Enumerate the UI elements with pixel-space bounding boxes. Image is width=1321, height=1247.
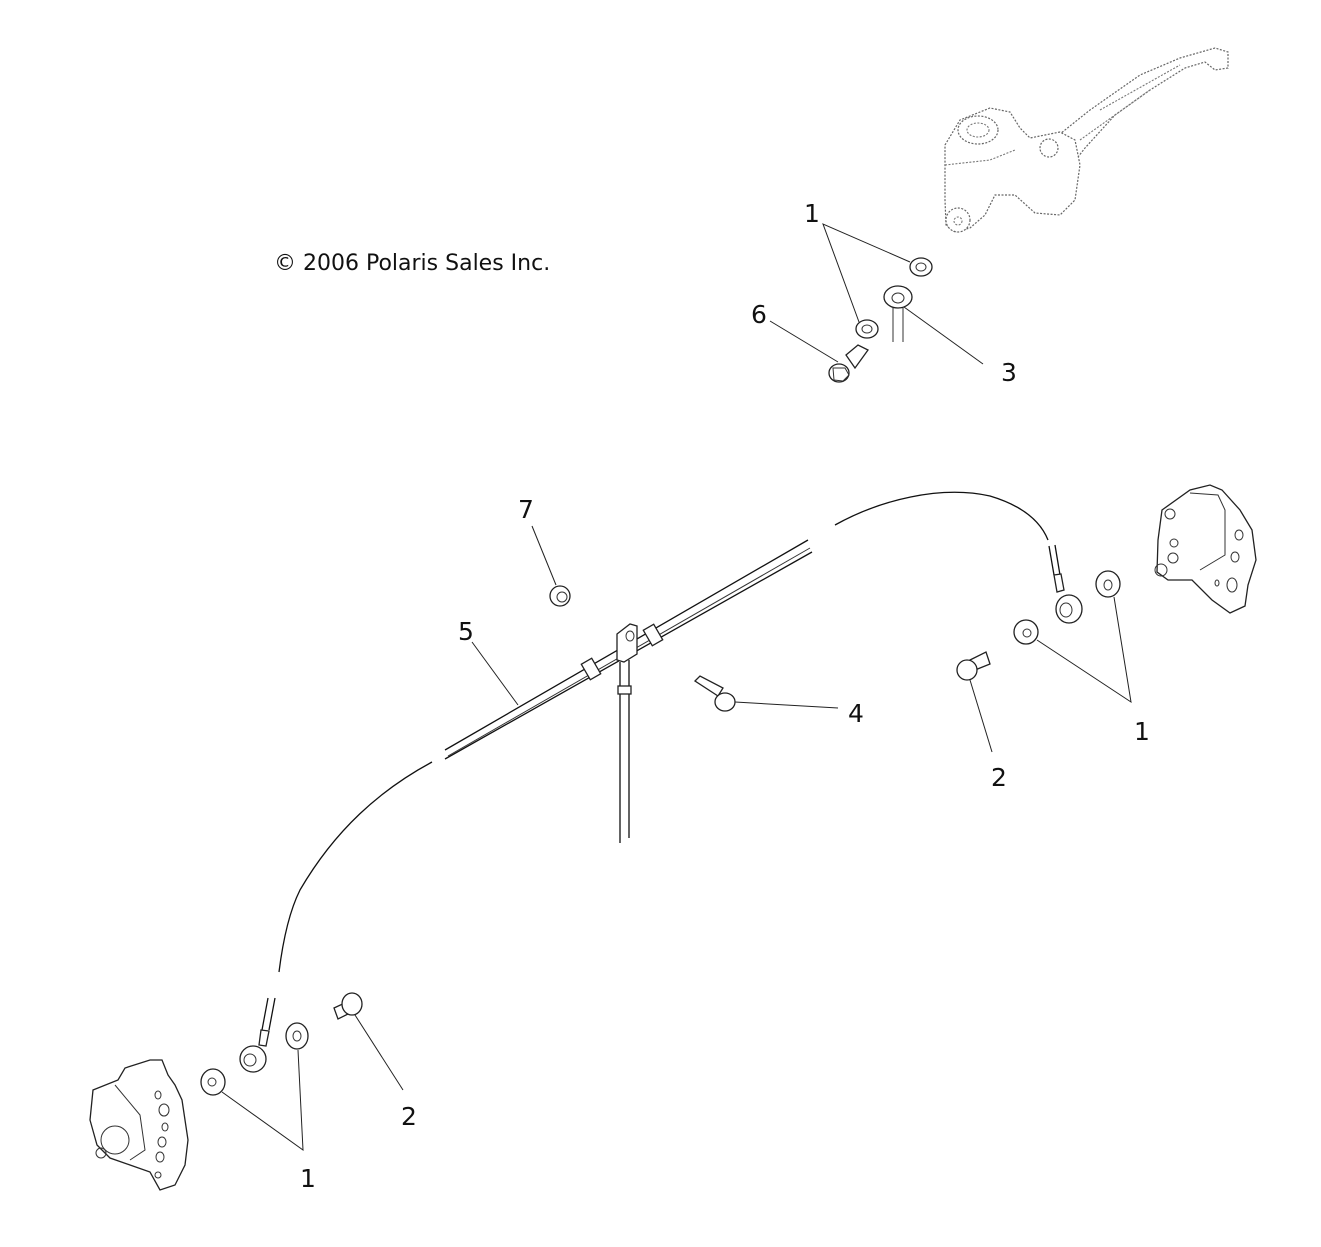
caliper-left xyxy=(89,1059,189,1191)
washer-right-inner xyxy=(1013,619,1039,645)
leader-line xyxy=(1036,596,1132,704)
callout-number: 1 xyxy=(300,1164,316,1193)
leader-line xyxy=(734,701,839,709)
washer-right-outer xyxy=(1095,570,1121,598)
callout-number: 6 xyxy=(751,300,767,329)
banjo-eye-left xyxy=(239,1045,267,1073)
nut xyxy=(549,585,571,607)
leader-line xyxy=(822,223,911,323)
callout-number: 3 xyxy=(1001,358,1017,387)
callout-number: 5 xyxy=(458,617,474,646)
banjo-fitting-master xyxy=(883,285,913,342)
banjo-bolt-right xyxy=(956,651,991,681)
callout-number: 7 xyxy=(518,495,534,524)
callout-number: 2 xyxy=(401,1102,417,1131)
leader-line xyxy=(531,525,557,586)
callout-number: 2 xyxy=(991,763,1007,792)
callout-number: 4 xyxy=(848,699,864,728)
banjo-bolt-left xyxy=(333,992,363,1020)
caliper-right xyxy=(1154,484,1257,614)
leader-line xyxy=(969,679,993,753)
leader-line xyxy=(221,1049,304,1152)
callout-number: 1 xyxy=(1134,717,1150,746)
copyright-text: © 2006 Polaris Sales Inc. xyxy=(274,251,550,276)
banjo-bolt-master xyxy=(828,344,869,383)
banjo-eye-right xyxy=(1055,594,1083,624)
washer-lower xyxy=(855,319,879,339)
master-cylinder xyxy=(944,47,1229,233)
leader-line xyxy=(903,306,984,365)
bolt xyxy=(693,675,736,712)
brake-line-assembly xyxy=(258,491,1065,1047)
leader-line xyxy=(769,320,839,363)
washer-left-inner xyxy=(200,1068,226,1096)
leader-line xyxy=(471,641,519,706)
washer-upper xyxy=(909,257,933,277)
callout-number: 1 xyxy=(804,199,820,228)
leader-line xyxy=(354,1014,404,1091)
washer-left-outer xyxy=(285,1022,309,1050)
